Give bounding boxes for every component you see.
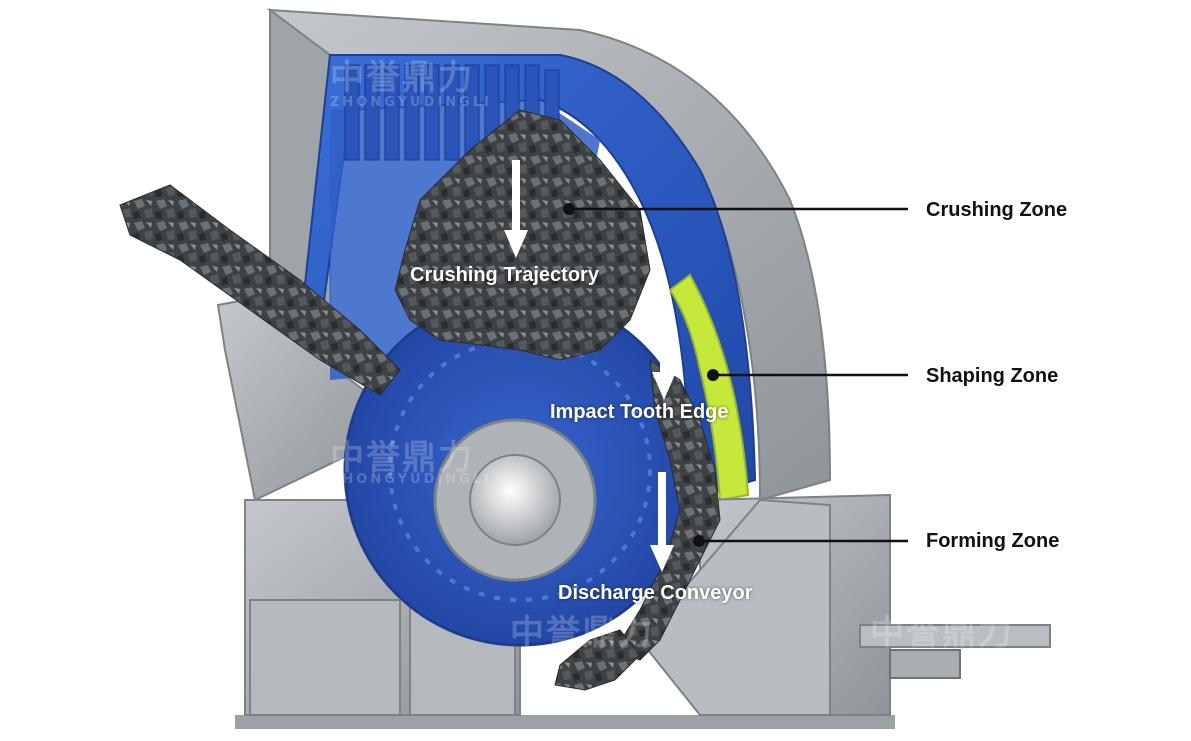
label-crushing-zone: Crushing Zone — [926, 199, 1068, 221]
rock-discharge — [554, 629, 641, 691]
discharge-chute-plate — [638, 498, 831, 716]
watermark-text-top: ZHONGYUDINGLI — [330, 95, 492, 110]
label-shaping-zone: Shaping Zone — [926, 365, 1059, 387]
label-discharge-conveyor: Discharge Conveyor — [558, 582, 753, 604]
flow-arrow-discharge — [650, 472, 674, 572]
rotor-shaft — [469, 454, 561, 546]
base-platform — [235, 715, 895, 729]
adjust-spring — [889, 649, 961, 679]
watermark-logo-mid: 中誉鼎力 — [330, 438, 474, 478]
watermark-logo-right: 中誉鼎力 — [870, 613, 1014, 653]
flow-arrow-trajectory — [504, 160, 528, 258]
callout-forming — [693, 535, 908, 547]
label-forming-zone: Forming Zone — [926, 530, 1060, 552]
callout-crushing — [563, 203, 908, 215]
rock-stream-feed — [119, 184, 401, 396]
watermark-text-mid: ZHONGYUDINGLI — [330, 472, 492, 487]
watermark-logo-low: 中誉鼎力 — [510, 613, 654, 653]
callout-shaping — [707, 369, 908, 381]
frame-leg-left — [249, 599, 401, 716]
adjust-rod — [859, 624, 1051, 648]
flow-arrow-impact — [652, 300, 676, 400]
rock-stream-edge — [614, 358, 721, 661]
label-crushing-trajectory: Crushing Trajectory — [410, 264, 599, 286]
watermark-logo-top: 中誉鼎力 — [330, 58, 474, 98]
label-impact-tooth-edge: Impact Tooth Edge — [550, 401, 729, 423]
